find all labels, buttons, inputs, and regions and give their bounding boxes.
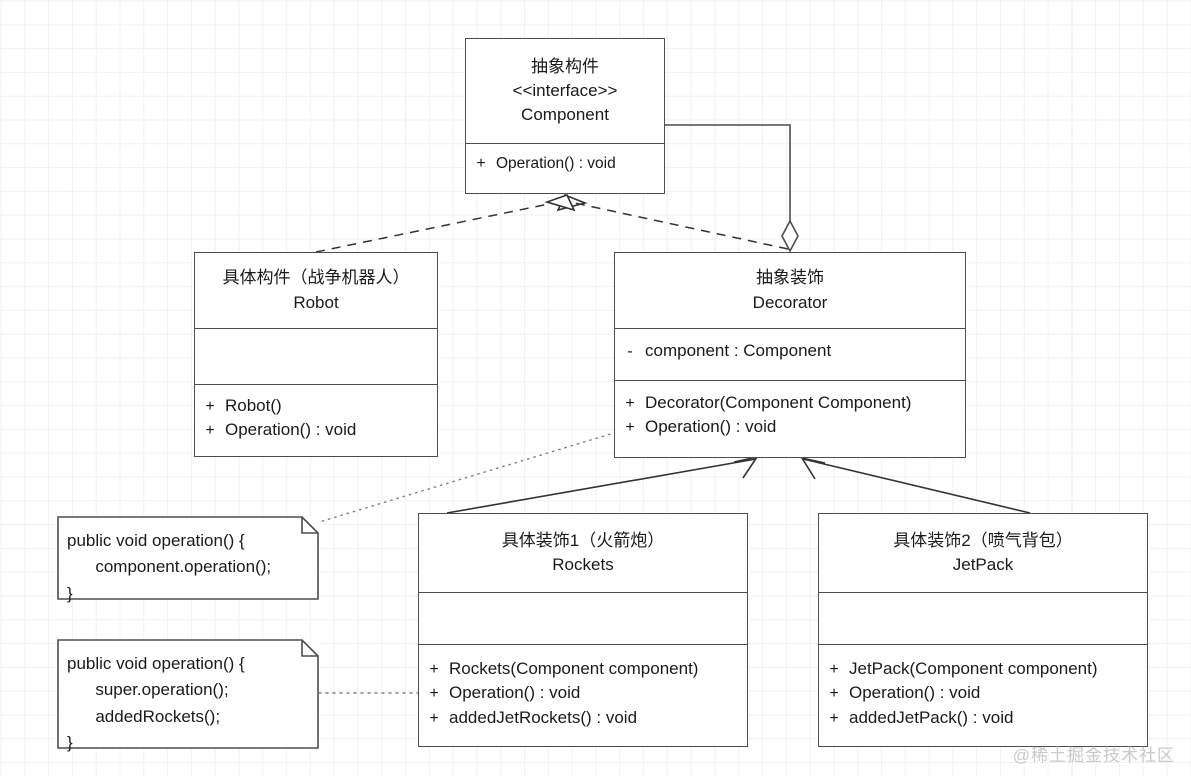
class-member-row: + addedJetPack() : void (819, 706, 1147, 730)
class-stereotype-title-robot: 具体构件（战争机器人） (222, 268, 410, 288)
class-member-row: + Operation() : void (195, 418, 437, 442)
aggregation-component-to-decorator (665, 124, 799, 253)
class-box-decorator[interactable]: 抽象装饰 Decorator - component : Component +… (614, 252, 966, 458)
class-member-row: + Robot() (195, 394, 437, 418)
member-visibility: + (429, 661, 439, 678)
class-member-row: + Rockets(Component component) (419, 657, 747, 681)
note-shape-icon (57, 516, 319, 600)
open-arrowhead-rockets (733, 455, 759, 479)
note-text-rockets-operation: public void operation() { super.operatio… (67, 654, 245, 753)
realization-decorator-to-component (544, 194, 789, 250)
class-member-row: + Operation() : void (466, 152, 664, 175)
class-member-row: + Decorator(Component Component) (615, 391, 965, 415)
member-visibility: - (627, 343, 633, 360)
class-operations-rockets: + Rockets(Component component) + Operati… (419, 644, 747, 747)
class-stereotype-title-component: 抽象构件 (531, 56, 599, 76)
member-visibility: + (429, 685, 439, 703)
note-shape-icon (57, 639, 319, 749)
member-visibility: + (205, 422, 215, 440)
class-member-row: + addedJetRockets() : void (419, 706, 747, 730)
class-header-rockets: 具体装饰1（火箭炮） Rockets (419, 514, 747, 592)
class-header-decorator: 抽象装饰 Decorator (615, 253, 965, 328)
class-stereotype-title-rockets: 具体装饰1（火箭炮） (501, 530, 665, 550)
member-signature: JetPack(Component component) (849, 659, 1098, 678)
generalization-jetpack-to-decorator (800, 456, 1031, 514)
class-box-component[interactable]: 抽象构件 <<interface>> Component + Operation… (465, 38, 665, 194)
note-box-rockets-operation[interactable]: public void operation() { super.operatio… (57, 639, 319, 752)
member-signature: Operation() : void (449, 683, 581, 703)
member-signature: addedJetPack() : void (849, 707, 1014, 727)
member-visibility: + (625, 419, 635, 437)
class-name-jetpack: JetPack (952, 555, 1014, 574)
class-header-robot: 具体构件（战争机器人） Robot (195, 253, 437, 328)
member-visibility: + (625, 395, 635, 412)
hollow-diamond-arrowhead (781, 219, 799, 253)
class-operations-jetpack: + JetPack(Component component) + Operati… (819, 644, 1147, 747)
aggregation-line (665, 124, 791, 221)
member-signature: component : Component (645, 341, 832, 360)
class-box-robot[interactable]: 具体构件（战争机器人） Robot + Robot() + Operation(… (194, 252, 438, 457)
class-name-component: Component (521, 105, 609, 125)
hollow-triangle-arrowhead-robot (556, 193, 588, 212)
member-signature: Operation() : void (645, 417, 777, 437)
member-visibility: + (476, 155, 486, 172)
member-visibility: + (829, 685, 839, 703)
hollow-triangle-arrowhead-decorator (544, 194, 576, 212)
class-attributes-robot (195, 328, 437, 384)
class-stereotype-title-decorator: 抽象装饰 (756, 268, 824, 288)
class-member-row: + JetPack(Component component) (819, 657, 1147, 681)
open-arrowhead-jetpack (800, 456, 826, 480)
realization-line-decorator (569, 201, 789, 250)
class-member-row: + Operation() : void (419, 681, 747, 705)
generalization-line-jetpack (802, 458, 1031, 514)
class-operations-robot: + Robot() + Operation() : void (195, 384, 437, 456)
member-visibility: + (429, 709, 439, 727)
class-name-robot: Robot (293, 292, 339, 312)
member-signature: addedJetRockets() : void (449, 707, 638, 727)
class-operations-decorator: + Decorator(Component Component) + Opera… (615, 380, 965, 457)
class-box-rockets[interactable]: 具体装饰1（火箭炮） Rockets + Rockets(Component c… (418, 513, 748, 747)
member-visibility: + (829, 661, 839, 678)
class-member-row: + Operation() : void (819, 681, 1147, 705)
member-signature: Robot() (225, 396, 282, 415)
watermark: @稀土掘金技术社区 (1012, 746, 1175, 765)
member-visibility: + (205, 398, 215, 415)
note-box-decorator-operation[interactable]: public void operation() { component.oper… (57, 516, 319, 603)
member-visibility: + (829, 709, 839, 727)
class-operations-component: + Operation() : void (466, 143, 664, 193)
member-signature: Operation() : void (225, 420, 357, 440)
generalization-rockets-to-decorator (446, 455, 759, 514)
class-attributes-rockets (419, 592, 747, 644)
class-attributes-decorator: - component : Component (615, 328, 965, 380)
class-box-jetpack[interactable]: 具体装饰2（喷气背包） JetPack + JetPack(Component … (818, 513, 1148, 747)
class-member-row: - component : Component (615, 339, 965, 363)
realization-line-robot (315, 200, 564, 253)
class-header-jetpack: 具体装饰2（喷气背包） JetPack (819, 514, 1147, 592)
member-signature: Rockets(Component component) (449, 659, 699, 678)
class-stereotype-component: <<interface>> (512, 80, 618, 100)
note-text-decorator-operation: public void operation() { component.oper… (67, 531, 272, 603)
class-stereotype-title-jetpack: 具体装饰2（喷气背包） (893, 530, 1073, 550)
member-signature: Operation() : void (496, 155, 616, 172)
class-name-rockets: Rockets (552, 555, 614, 574)
member-signature: Decorator(Component Component) (645, 393, 912, 412)
class-header-component: 抽象构件 <<interface>> Component (466, 39, 664, 143)
class-attributes-jetpack (819, 592, 1147, 644)
class-member-row: + Operation() : void (615, 415, 965, 439)
class-name-decorator: Decorator (752, 292, 828, 312)
member-signature: Operation() : void (849, 683, 981, 703)
realization-robot-to-component (315, 193, 588, 253)
generalization-line-rockets (446, 458, 757, 514)
